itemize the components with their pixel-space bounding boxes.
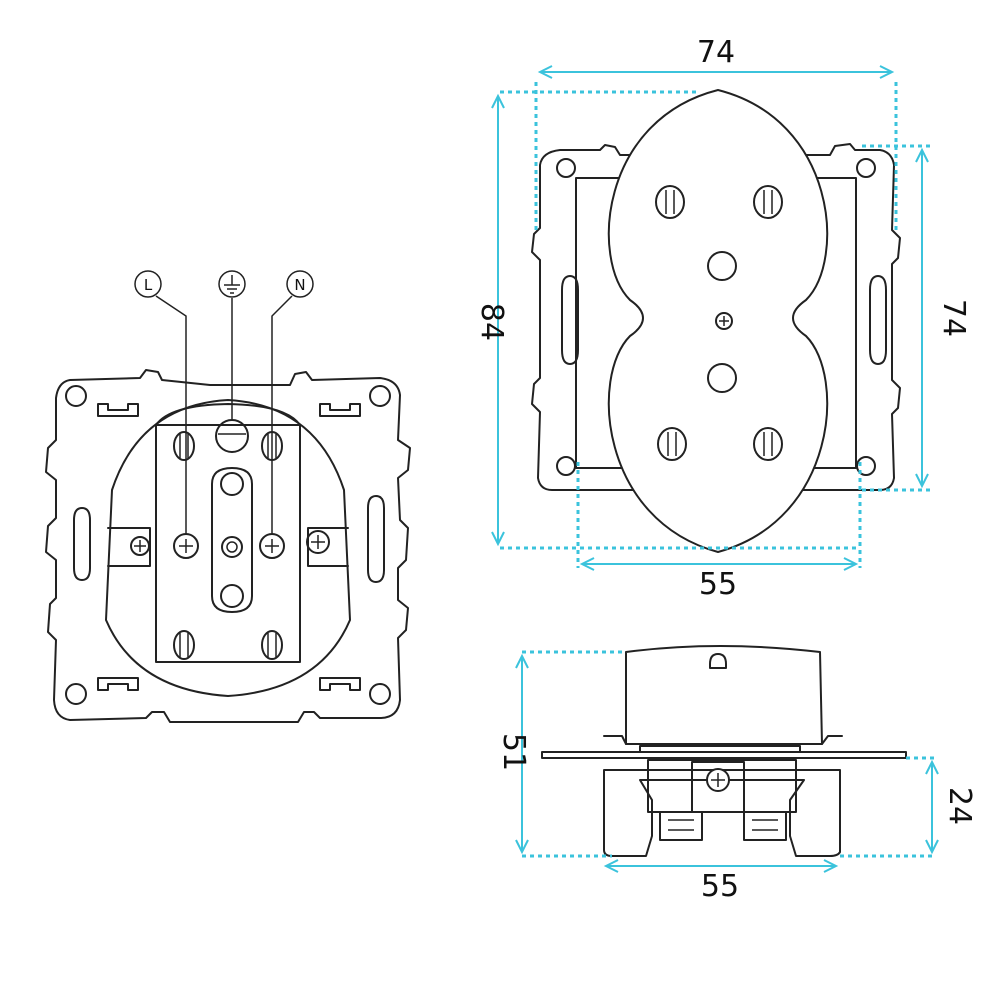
- socket-pin-hole-icon: [753, 427, 783, 461]
- front-corner-hole: [556, 158, 576, 178]
- front-socket-face: [607, 89, 829, 553]
- rear-slot: [97, 677, 139, 691]
- neutral-label-circle: [286, 270, 314, 298]
- dim-label-84: 84: [474, 303, 509, 341]
- side-terminal-clamps: [659, 811, 787, 841]
- dim-arrow-51: [515, 653, 529, 855]
- rear-socket-body: [105, 399, 351, 697]
- front-corner-hole: [556, 456, 576, 476]
- dim-extension-74-top: [534, 82, 898, 230]
- rear-corner-hole: [369, 385, 391, 407]
- rear-slot: [319, 403, 361, 417]
- terminal-screw-icon: [173, 431, 195, 461]
- dim-extension-51: [522, 650, 624, 858]
- live-leader-line: [155, 295, 187, 534]
- front-mounting-frame: [531, 143, 901, 491]
- front-centre-screw-icon: [715, 312, 733, 330]
- side-tabs: [603, 735, 843, 745]
- dim-label-55-side: 55: [701, 869, 739, 904]
- earth-pin-icon: [707, 251, 737, 281]
- dim-arrow-24: [925, 759, 939, 855]
- rear-centre-screw-icon: [221, 536, 243, 558]
- side-dimensions: [515, 650, 939, 873]
- dim-label-51: 51: [496, 733, 531, 771]
- live-label-circle: [134, 270, 162, 298]
- socket-pin-hole-icon: [753, 185, 783, 219]
- dim-label-55-front: 55: [699, 567, 737, 602]
- rear-terminal-block: [155, 424, 301, 663]
- side-body: [603, 769, 841, 857]
- rear-corner-hole: [65, 385, 87, 407]
- rear-side-slot: [73, 507, 91, 581]
- front-side-slot: [869, 275, 887, 365]
- front-dimensions: [491, 65, 934, 571]
- dim-arrow-84: [491, 93, 505, 547]
- claw-screw-left-icon: [130, 536, 150, 556]
- socket-pin-hole-icon: [657, 427, 687, 461]
- terminal-screw-icon: [261, 630, 283, 660]
- dim-label-24: 24: [942, 787, 977, 825]
- socket-pin-hole-icon: [655, 185, 685, 219]
- dim-extension-55-front: [576, 462, 862, 568]
- dim-label-74-right: 74: [936, 299, 971, 337]
- rear-hole-top: [220, 472, 244, 496]
- rear-view: L N: [45, 270, 411, 723]
- side-plate-rim: [639, 745, 801, 753]
- rear-claw-left: [107, 527, 151, 567]
- side-socket-cover: [625, 645, 823, 745]
- earth-ground-symbol: [224, 275, 240, 294]
- dim-label-74-top: 74: [697, 35, 735, 70]
- dim-extension-84: [500, 90, 860, 550]
- front-side-slot: [561, 275, 579, 365]
- front-corner-hole: [856, 158, 876, 178]
- rear-side-slot: [367, 495, 385, 583]
- earth-pin-icon: [707, 363, 737, 393]
- dim-extension-24: [840, 756, 936, 858]
- claw-screw-right-icon: [306, 530, 330, 554]
- rear-hole-bottom: [220, 584, 244, 608]
- side-top-pin: [709, 653, 727, 669]
- rear-corner-hole: [369, 683, 391, 705]
- dim-arrow-74-top: [537, 65, 895, 79]
- rear-mounting-frame: [45, 369, 411, 723]
- dim-arrow-55-side: [603, 859, 839, 873]
- live-label: L: [144, 276, 153, 294]
- rear-corner-hole: [65, 683, 87, 705]
- front-view: [531, 89, 901, 553]
- neutral-label: N: [294, 276, 305, 294]
- dim-extension-74-right: [862, 144, 934, 492]
- rear-slot: [319, 677, 361, 691]
- side-view: [541, 645, 907, 857]
- side-centre-block: [691, 761, 745, 813]
- terminal-screw-icon: [173, 630, 195, 660]
- side-terminal-housing: [647, 759, 797, 813]
- rear-terminal-top: [155, 403, 301, 426]
- rear-centre-slot: [211, 467, 253, 613]
- neutral-leader-line: [271, 295, 293, 534]
- rear-slot: [97, 403, 139, 417]
- dim-arrow-74-right: [915, 147, 929, 489]
- dim-arrow-55-front: [579, 557, 859, 571]
